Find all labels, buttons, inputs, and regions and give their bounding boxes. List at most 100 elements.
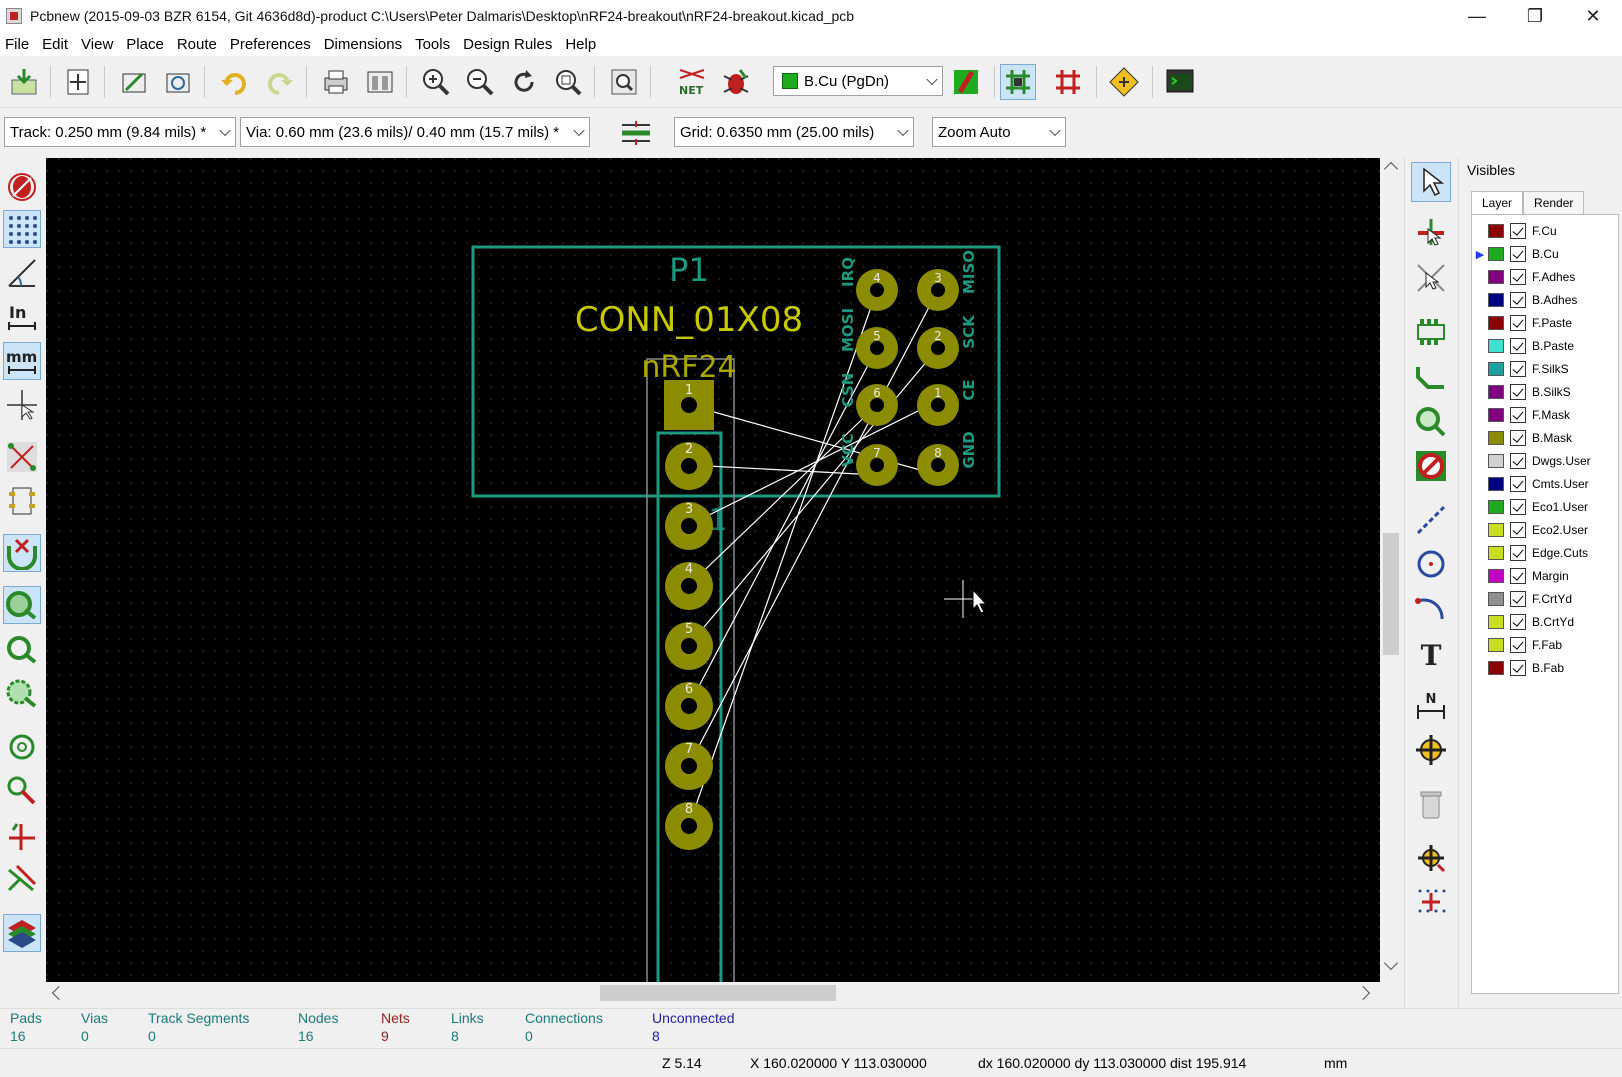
plot-button[interactable]	[362, 64, 398, 100]
menu-file[interactable]: File	[0, 36, 37, 53]
close-button[interactable]: ✕	[1564, 0, 1622, 32]
polar-coords-button[interactable]	[3, 254, 41, 292]
horizontal-scroll-thumb[interactable]	[600, 985, 836, 1001]
layer-color-swatch[interactable]	[1488, 661, 1504, 675]
via-sketch-button[interactable]	[3, 772, 41, 810]
layer-color-swatch[interactable]	[1488, 431, 1504, 445]
layer-color-swatch[interactable]	[1488, 362, 1504, 376]
set-grid-origin-button[interactable]	[1411, 882, 1451, 922]
layer-color-swatch[interactable]	[1488, 408, 1504, 422]
show-zones-button[interactable]	[3, 586, 41, 624]
via-size-select[interactable]: Via: 0.60 mm (23.6 mils)/ 0.40 mm (15.7 …	[240, 117, 590, 147]
layer-visible-checkbox[interactable]	[1510, 223, 1526, 239]
pcb-canvas[interactable]: P1 CONN_01X08 nRF24 U1 1	[46, 158, 1380, 982]
layer-color-swatch[interactable]	[1488, 385, 1504, 399]
layer-visible-checkbox[interactable]	[1510, 407, 1526, 423]
redraw-button[interactable]	[506, 64, 542, 100]
page-settings-button[interactable]	[60, 64, 96, 100]
print-button[interactable]	[318, 64, 354, 100]
layer-row-bcrtyd[interactable]: B.CrtYd	[1472, 611, 1618, 633]
layer-row-bpaste[interactable]: B.Paste	[1472, 335, 1618, 357]
layer-color-swatch[interactable]	[1488, 270, 1504, 284]
layer-color-swatch[interactable]	[1488, 316, 1504, 330]
layer-visible-checkbox[interactable]	[1510, 545, 1526, 561]
route-tracks-button[interactable]	[1411, 358, 1451, 398]
track-width-select[interactable]: Track: 0.250 mm (9.84 mils) *	[4, 117, 236, 147]
pad-sketch-button[interactable]	[3, 728, 41, 766]
layer-visible-checkbox[interactable]	[1510, 269, 1526, 285]
menu-place[interactable]: Place	[121, 36, 172, 53]
layer-visible-checkbox[interactable]	[1510, 338, 1526, 354]
add-circle-button[interactable]	[1411, 544, 1451, 584]
scroll-right-icon[interactable]	[1356, 986, 1370, 1000]
layer-row-fmask[interactable]: F.Mask	[1472, 404, 1618, 426]
layer-row-margin[interactable]: Margin	[1472, 565, 1618, 587]
read-netlist-button[interactable]: NET	[674, 64, 710, 100]
drc-off-button[interactable]	[3, 166, 41, 204]
layer-visible-checkbox[interactable]	[1510, 568, 1526, 584]
layer-row-edge-cuts[interactable]: Edge.Cuts	[1472, 542, 1618, 564]
layer-visible-checkbox[interactable]	[1510, 315, 1526, 331]
layer-visible-checkbox[interactable]	[1510, 361, 1526, 377]
zoom-out-button[interactable]	[462, 64, 498, 100]
layer-visible-checkbox[interactable]	[1510, 660, 1526, 676]
show-zones-sketch-button[interactable]	[3, 674, 41, 712]
layer-color-swatch[interactable]	[1488, 569, 1504, 583]
layer-visible-checkbox[interactable]	[1510, 499, 1526, 515]
add-dimension-button[interactable]: N	[1411, 686, 1451, 726]
show-grid-button[interactable]	[3, 210, 41, 248]
select-tool-button[interactable]	[1411, 162, 1451, 202]
scroll-left-icon[interactable]	[52, 986, 66, 1000]
layer-color-swatch[interactable]	[1488, 247, 1504, 261]
layer-row-eco1-user[interactable]: Eco1.User	[1472, 496, 1618, 518]
scroll-down-icon[interactable]	[1384, 956, 1398, 970]
zoom-in-button[interactable]	[418, 64, 454, 100]
layer-color-swatch[interactable]	[1488, 546, 1504, 560]
add-target-button[interactable]	[1411, 730, 1451, 770]
layer-row-bmask[interactable]: B.Mask	[1472, 427, 1618, 449]
track-grid-button[interactable]	[1050, 64, 1086, 100]
save-board-button[interactable]	[6, 64, 42, 100]
set-origin-button[interactable]	[1411, 838, 1451, 878]
layer-color-swatch[interactable]	[1488, 477, 1504, 491]
add-text-button[interactable]: T	[1411, 634, 1451, 674]
highlight-net-button[interactable]	[1411, 212, 1451, 252]
layer-visible-checkbox[interactable]	[1510, 292, 1526, 308]
track-sketch-button[interactable]	[3, 816, 41, 854]
zoom-select[interactable]: Zoom Auto	[932, 117, 1066, 147]
layer-row-bcu[interactable]: ▶B.Cu	[1472, 243, 1618, 265]
layer-row-fadhes[interactable]: F.Adhes	[1472, 266, 1618, 288]
footprint-editor-button[interactable]	[116, 64, 152, 100]
menu-tools[interactable]: Tools	[410, 36, 458, 53]
layer-row-bfab[interactable]: B.Fab	[1472, 657, 1618, 679]
layer-color-swatch[interactable]	[1488, 523, 1504, 537]
layer-row-fpaste[interactable]: F.Paste	[1472, 312, 1618, 334]
menu-route[interactable]: Route	[172, 36, 225, 53]
high-contrast-button[interactable]	[3, 860, 41, 898]
menu-edit[interactable]: Edit	[37, 36, 76, 53]
layer-row-dwgs-user[interactable]: Dwgs.User	[1472, 450, 1618, 472]
tab-layer[interactable]: Layer	[1471, 191, 1523, 215]
layer-visible-checkbox[interactable]	[1510, 591, 1526, 607]
layer-row-cmts-user[interactable]: Cmts.User	[1472, 473, 1618, 495]
layer-row-badhes[interactable]: B.Adhes	[1472, 289, 1618, 311]
layer-row-fcrtyd[interactable]: F.CrtYd	[1472, 588, 1618, 610]
menu-design-rules[interactable]: Design Rules	[458, 36, 560, 53]
layer-visible-checkbox[interactable]	[1510, 430, 1526, 446]
vertical-scrollbar[interactable]	[1380, 158, 1402, 982]
redo-button[interactable]	[262, 64, 298, 100]
menu-dimensions[interactable]: Dimensions	[319, 36, 410, 53]
undo-button[interactable]	[216, 64, 252, 100]
layer-color-swatch[interactable]	[1488, 224, 1504, 238]
layer-color-swatch[interactable]	[1488, 615, 1504, 629]
layer-row-eco2-user[interactable]: Eco2.User	[1472, 519, 1618, 541]
layer-visible-checkbox[interactable]	[1510, 476, 1526, 492]
menu-preferences[interactable]: Preferences	[225, 36, 319, 53]
add-line-button[interactable]	[1411, 500, 1451, 540]
maximize-button[interactable]: ❐	[1506, 0, 1564, 32]
layer-color-swatch[interactable]	[1488, 339, 1504, 353]
layer-visible-checkbox[interactable]	[1510, 614, 1526, 630]
show-ratsnest-button[interactable]	[3, 438, 41, 476]
layer-row-fcu[interactable]: F.Cu	[1472, 220, 1618, 242]
units-mm-button[interactable]: mm	[3, 342, 41, 380]
